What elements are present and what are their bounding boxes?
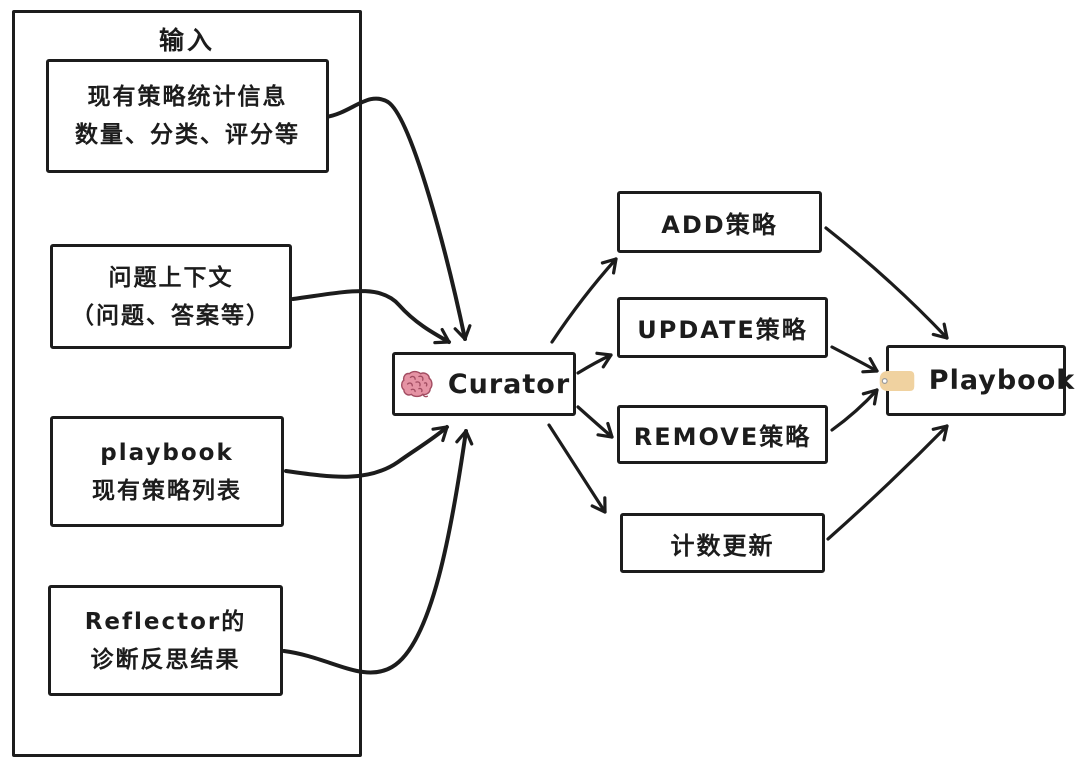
- brain-icon: [398, 368, 436, 400]
- arrow-playbook-list-to-curator: [284, 425, 449, 479]
- input-item-question-context: 问题上下文 （问题、答案等）: [50, 244, 292, 349]
- input-group-title: 输入: [158, 26, 215, 55]
- action-update-strategy: UPDATE策略: [617, 297, 828, 358]
- input-item-line: playbook: [100, 439, 234, 466]
- action-add-strategy: ADD策略: [617, 191, 822, 253]
- input-item-playbook-strategy-list: playbook 现有策略列表: [50, 416, 284, 527]
- action-label: ADD策略: [661, 210, 778, 239]
- input-item-line: 诊断反思结果: [90, 646, 241, 673]
- arrow-curator-to-count: [547, 423, 607, 514]
- action-label: UPDATE策略: [637, 316, 808, 344]
- input-item-line: Reflector的: [84, 608, 247, 635]
- arrow-stats-to-curator: [324, 96, 472, 341]
- input-item-line: （问题、答案等）: [71, 302, 271, 329]
- action-remove-strategy: REMOVE策略: [617, 405, 828, 464]
- arrow-context-to-curator: [291, 289, 451, 345]
- arrow-update-to-playbook: [830, 345, 879, 374]
- arrow-curator-to-update: [576, 351, 613, 375]
- curator-label: Curator: [447, 368, 571, 400]
- action-count-update: 计数更新: [620, 513, 825, 573]
- arrow-reflector-to-curator: [282, 429, 474, 675]
- tag-icon: [877, 369, 917, 393]
- playbook-label: Playbook: [928, 365, 1076, 396]
- input-item-line: 现有策略列表: [92, 477, 242, 504]
- arrow-count-to-playbook: [826, 424, 949, 541]
- action-label: REMOVE策略: [633, 423, 812, 451]
- curator-node: Curator: [392, 352, 576, 416]
- arrow-curator-to-remove: [576, 405, 614, 439]
- input-item-line: 问题上下文: [108, 264, 234, 291]
- input-group-box: 输入: [12, 10, 362, 757]
- arrow-add-to-playbook: [824, 226, 949, 340]
- input-item-line: 数量、分类、评分等: [75, 122, 300, 148]
- playbook-node: Playbook: [879, 345, 1074, 416]
- input-item-strategy-stats: 现有策略统计信息 数量、分类、评分等: [46, 59, 329, 173]
- arrow-remove-to-playbook: [830, 388, 879, 432]
- input-item-line: 现有策略统计信息: [87, 84, 288, 110]
- arrow-curator-to-add: [550, 257, 618, 344]
- action-label: 计数更新: [670, 531, 775, 560]
- input-item-reflector-results: Reflector的 诊断反思结果: [48, 585, 283, 696]
